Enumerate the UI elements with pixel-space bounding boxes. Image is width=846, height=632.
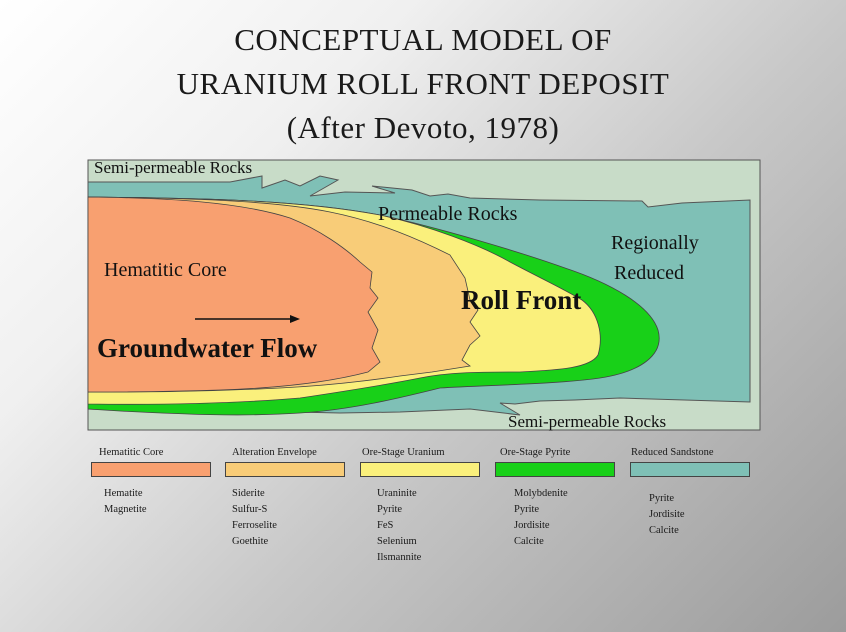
- label-regionally: Regionally: [611, 232, 699, 254]
- mineral-item: Molybdenite: [514, 488, 568, 499]
- legend-swatch-reduced-sandstone: [630, 462, 750, 477]
- legend-swatch-ore-uranium: [360, 462, 480, 477]
- mineral-item: Siderite: [232, 488, 265, 499]
- label-permeable-rocks: Permeable Rocks: [378, 203, 518, 225]
- flow-arrowhead: [290, 315, 300, 323]
- label-hematitic-core: Hematitic Core: [104, 259, 227, 281]
- legend-swatch-ore-pyrite: [495, 462, 615, 477]
- legend-label-reduced-sandstone: Reduced Sandstone: [631, 447, 714, 458]
- mineral-item: Ferroselite: [232, 520, 277, 531]
- mineral-item: Uraninite: [377, 488, 417, 499]
- minerals-reduced-sandstone: Pyrite Jordisite Calcite: [649, 491, 685, 539]
- mineral-item: Calcite: [514, 536, 544, 547]
- title-line-3: (After Devoto, 1978): [286, 110, 560, 145]
- label-semi-permeable-bottom: Semi-permeable Rocks: [508, 412, 666, 431]
- legend-label-ore-uranium: Ore-Stage Uranium: [362, 447, 445, 458]
- mineral-item: Pyrite: [649, 493, 675, 504]
- minerals-hematitic-core: Hematite Magnetite: [104, 486, 147, 518]
- title-line-1: CONCEPTUAL MODEL OF: [234, 22, 612, 57]
- label-reduced: Reduced: [614, 262, 684, 284]
- mineral-item: Goethite: [232, 536, 269, 547]
- label-roll-front: Roll Front: [461, 285, 581, 315]
- mineral-item: Magnetite: [104, 504, 147, 515]
- mineral-item: Jordisite: [649, 509, 685, 520]
- mineral-item: Ilsmannite: [377, 552, 422, 563]
- mineral-item: Sulfur-S: [232, 504, 268, 515]
- legend-swatch-alteration: [225, 462, 345, 477]
- mineral-item: Hematite: [104, 488, 143, 499]
- label-semi-permeable-top: Semi-permeable Rocks: [94, 158, 252, 177]
- mineral-item: Jordisite: [514, 520, 550, 531]
- legend-label-alteration: Alteration Envelope: [232, 447, 317, 458]
- title-line-2: URANIUM ROLL FRONT DEPOSIT: [176, 66, 670, 101]
- legend-swatch-hematitic-core: [91, 462, 211, 477]
- minerals-alteration: Siderite Sulfur-S Ferroselite Goethite: [232, 486, 277, 550]
- mineral-item: Calcite: [649, 525, 679, 536]
- mineral-item: Pyrite: [377, 504, 403, 515]
- legend-label-hematitic-core: Hematitic Core: [99, 447, 164, 458]
- mineral-item: Pyrite: [514, 504, 540, 515]
- label-groundwater-flow: Groundwater Flow: [97, 333, 318, 363]
- mineral-item: FeS: [377, 520, 394, 531]
- minerals-ore-uranium: Uraninite Pyrite FeS Selenium Ilsmannite: [377, 486, 421, 566]
- mineral-item: Selenium: [377, 536, 417, 547]
- hematitic-core-region: [87, 196, 381, 393]
- legend-label-ore-pyrite: Ore-Stage Pyrite: [500, 447, 571, 458]
- minerals-ore-pyrite: Molybdenite Pyrite Jordisite Calcite: [514, 486, 568, 550]
